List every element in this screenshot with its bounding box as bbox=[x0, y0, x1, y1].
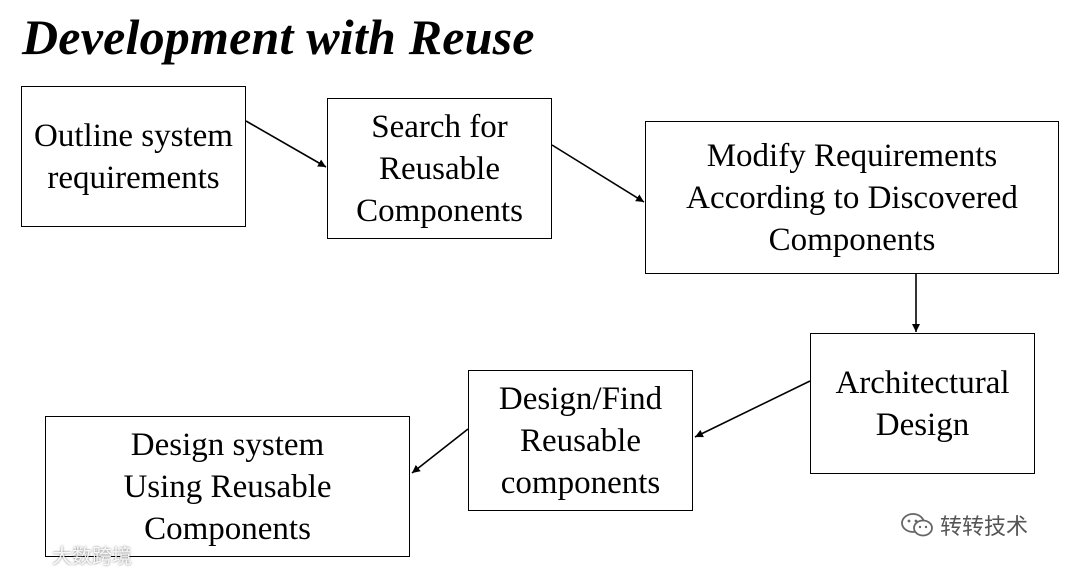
step-search-label: Search for Reusable Components bbox=[356, 108, 523, 229]
step-modify-label: Modify Requirements According to Discove… bbox=[686, 137, 1018, 258]
step-modify-requirements: Modify Requirements According to Discove… bbox=[645, 121, 1059, 274]
step-architectural-design: Architectural Design bbox=[810, 333, 1035, 474]
arrow-architectural-to-designfind bbox=[694, 380, 811, 438]
arrow-outline-to-search bbox=[245, 120, 327, 168]
arrow-search-to-modify bbox=[551, 144, 645, 203]
step-design-system: Design system Using Reusable Components bbox=[45, 416, 410, 557]
wechat-icon bbox=[901, 513, 933, 537]
watermark-logo-icon bbox=[8, 545, 43, 563]
watermark-left-text: 大数跨境 bbox=[52, 544, 132, 568]
watermark-left: 大数跨境 bbox=[8, 540, 132, 569]
diagram-title: Development with Reuse bbox=[22, 9, 535, 65]
watermark-right-text: 转转技术 bbox=[940, 515, 1029, 540]
step-outline-system-requirements: Outline system requirements bbox=[21, 86, 246, 227]
step-design-system-label: Design system Using Reusable Components bbox=[123, 426, 332, 547]
step-design-find-label: Design/Find Reusable components bbox=[498, 380, 663, 501]
watermark-right: 转转技术 bbox=[900, 509, 1028, 541]
step-architectural-label: Architectural Design bbox=[835, 364, 1010, 443]
step-design-find-reusable-components: Design/Find Reusable components bbox=[468, 370, 693, 511]
arrow-designfind-to-designsystem bbox=[411, 428, 469, 474]
step-outline-label: Outline system requirements bbox=[34, 117, 233, 196]
step-search-reusable-components: Search for Reusable Components bbox=[327, 98, 552, 239]
